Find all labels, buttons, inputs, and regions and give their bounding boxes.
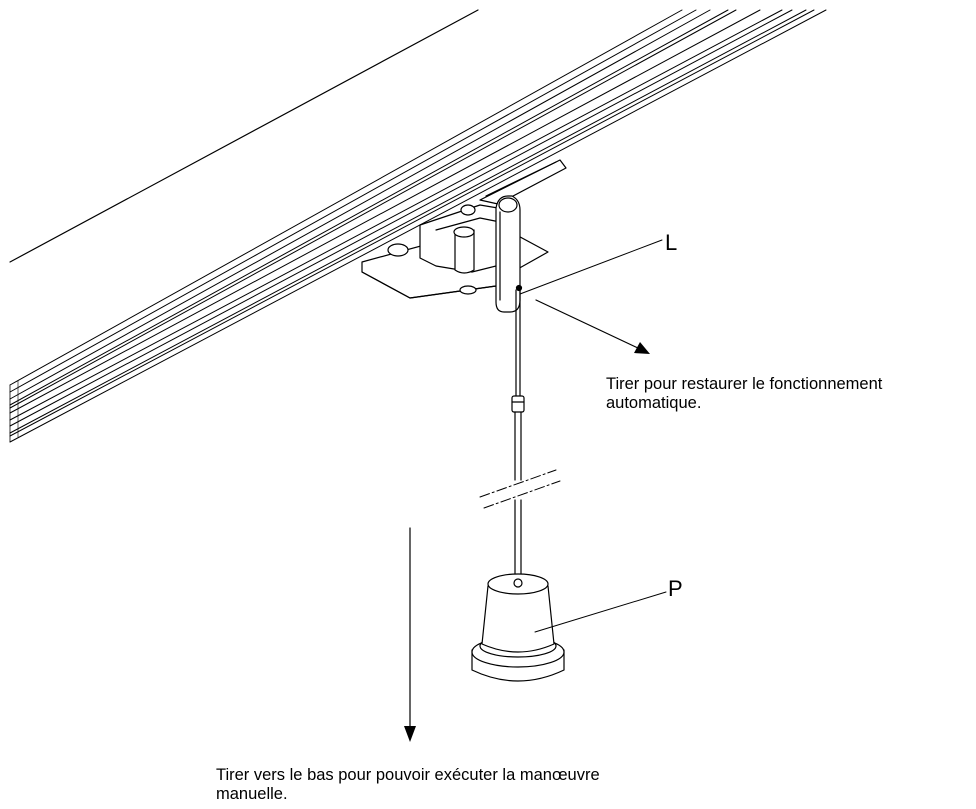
leader-lines xyxy=(519,239,667,633)
rail-top-edge xyxy=(9,9,479,263)
lever-label: L xyxy=(665,230,678,255)
cord-weight xyxy=(471,573,565,682)
trolley-carriage xyxy=(361,159,567,299)
note-restore-automatic: Tirer pour restaurer le fonctionnement a… xyxy=(606,375,883,412)
arrow-pull-down xyxy=(404,527,416,742)
rail-track xyxy=(9,9,827,443)
release-lever xyxy=(495,195,523,313)
break-marks xyxy=(479,469,561,509)
arrow-pull-restore xyxy=(535,299,650,354)
release-cord xyxy=(511,289,525,583)
note-manual-operation: Tirer vers le bas pour pouvoir exécuter … xyxy=(216,766,600,803)
weight-label: P xyxy=(668,576,683,601)
